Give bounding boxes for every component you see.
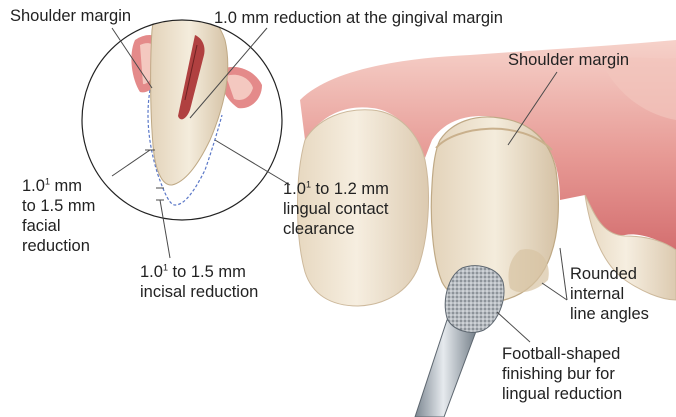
bur-shank <box>415 320 478 417</box>
label-gingival-reduction: 1.0 mm reduction at the gingival margin <box>214 8 503 28</box>
label-incisal-reduction: 1.01 to 1.5 mm incisal reduction <box>140 262 258 302</box>
facial-line4: reduction <box>22 236 95 256</box>
label-facial-reduction: 1.01 mm to 1.5 mm facial reduction <box>22 176 95 256</box>
facial-line3: facial <box>22 216 95 236</box>
facial-line1: 1.01 mm <box>22 176 95 196</box>
bur-line3: lingual reduction <box>502 384 622 404</box>
bur-diamond-head <box>445 266 504 333</box>
label-rounded-line-angles: Rounded internal line angles <box>570 264 649 324</box>
label-shoulder-margin-main: Shoulder margin <box>508 50 629 70</box>
lingual-line1: 1.01 to 1.2 mm <box>283 179 389 199</box>
rounded-line3: line angles <box>570 304 649 324</box>
rounded-line2: internal <box>570 284 649 304</box>
bur-line1: Football-shaped <box>502 344 622 364</box>
lingual-line2: lingual contact <box>283 199 389 219</box>
incisal-line1: 1.01 to 1.5 mm <box>140 262 258 282</box>
cross-section-inset <box>82 0 282 220</box>
label-finishing-bur: Football-shaped finishing bur for lingua… <box>502 344 622 404</box>
bur-line2: finishing bur for <box>502 364 622 384</box>
incisal-line2: incisal reduction <box>140 282 258 302</box>
finishing-bur <box>415 266 504 417</box>
rounded-line1: Rounded <box>570 264 649 284</box>
label-shoulder-margin-inset: Shoulder margin <box>10 6 131 26</box>
facial-line2: to 1.5 mm <box>22 196 95 216</box>
lingual-line3: clearance <box>283 219 389 239</box>
label-lingual-clearance: 1.01 to 1.2 mm lingual contact clearance <box>283 179 389 239</box>
